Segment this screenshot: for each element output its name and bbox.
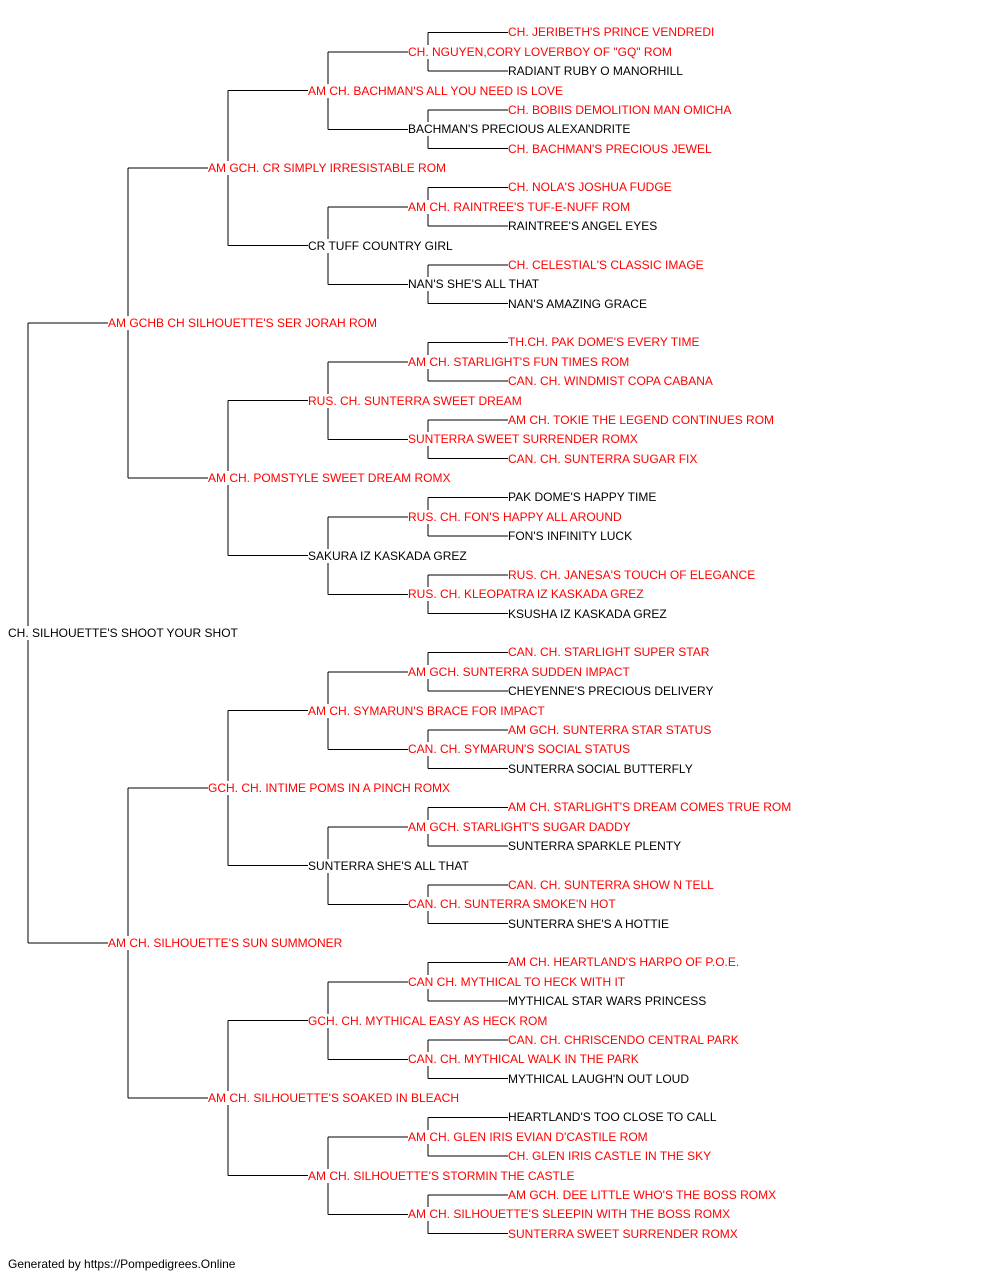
dog-grandparent-name: AM CH. SILHOUETTE'S SOAKED IN BLEACH bbox=[208, 1091, 461, 1105]
dog-great-grandparent-name: GCH. CH. MYTHICAL EASY AS HECK ROM bbox=[308, 1013, 549, 1028]
generated-by-footer: Generated by https://Pompedigrees.Online bbox=[8, 1257, 236, 1271]
dog-undefined-name: PAK DOME'S HAPPY TIME bbox=[508, 490, 658, 505]
dog-undefined-name: AM CH. HEARTLAND'S HARPO OF P.O.E. bbox=[508, 955, 741, 970]
dog-undefined-name: CH. BACHMAN'S PRECIOUS JEWEL bbox=[508, 141, 713, 156]
dog-undefined-name: CAN. CH. CHRISCENDO CENTRAL PARK bbox=[508, 1032, 740, 1047]
dog-undefined-name: CH. JERIBETH'S PRINCE VENDREDI bbox=[508, 25, 716, 40]
dog-g3-grandparent-name: AM CH. GLEN IRIS EVIAN D'CASTILE ROM bbox=[408, 1129, 649, 1144]
dog-undefined-name: MYTHICAL LAUGH'N OUT LOUD bbox=[508, 1071, 690, 1086]
dog-g3-grandparent-name: CAN. CH. SYMARUN'S SOCIAL STATUS bbox=[408, 742, 632, 757]
dog-grandparent-name: AM GCH. CR SIMPLY IRRESISTABLE ROM bbox=[208, 161, 448, 175]
dog-great-grandparent-name: SAKURA IZ KASKADA GREZ bbox=[308, 548, 468, 563]
dog-g3-grandparent-name: AM GCH. SUNTERRA SUDDEN IMPACT bbox=[408, 664, 631, 679]
dog-undefined-name: CAN. CH. STARLIGHT SUPER STAR bbox=[508, 645, 711, 660]
dog-parent-name: AM GCHB CH SILHOUETTE'S SER JORAH ROM bbox=[108, 316, 378, 330]
dog-g3-grandparent-name: RUS. CH. KLEOPATRA IZ KASKADA GREZ bbox=[408, 587, 645, 602]
dog-undefined-name: MYTHICAL STAR WARS PRINCESS bbox=[508, 994, 708, 1009]
dog-undefined-name: SUNTERRA SOCIAL BUTTERFLY bbox=[508, 761, 694, 776]
dog-g3-grandparent-name: CAN. CH. MYTHICAL WALK IN THE PARK bbox=[408, 1052, 640, 1067]
dog-undefined-name: CH. BOBIIS DEMOLITION MAN OMICHA bbox=[508, 102, 733, 117]
dog-undefined-name: RADIANT RUBY O MANORHILL bbox=[508, 64, 684, 79]
dog-great-grandparent-name: AM CH. SYMARUN'S BRACE FOR IMPACT bbox=[308, 703, 546, 718]
dog-undefined-name: RUS. CH. JANESA'S TOUCH OF ELEGANCE bbox=[508, 567, 757, 582]
dog-undefined-name: CAN. CH. SUNTERRA SUGAR FIX bbox=[508, 451, 699, 466]
dog-g3-grandparent-name: BACHMAN'S PRECIOUS ALEXANDRITE bbox=[408, 122, 632, 137]
dog-undefined-name: CAN. CH. SUNTERRA SHOW N TELL bbox=[508, 877, 715, 892]
dog-undefined-name: SUNTERRA SPARKLE PLENTY bbox=[508, 839, 683, 854]
dog-undefined-name: CAN. CH. WINDMIST COPA CABANA bbox=[508, 374, 714, 389]
dog-undefined-name: CH. CELESTIAL'S CLASSIC IMAGE bbox=[508, 257, 705, 272]
dog-undefined-name: AM GCH. DEE LITTLE WHO'S THE BOSS ROMX bbox=[508, 1187, 778, 1202]
dog-great-grandparent-name: CR TUFF COUNTRY GIRL bbox=[308, 238, 454, 253]
dog-undefined-name: FON'S INFINITY LUCK bbox=[508, 529, 634, 544]
dog-g3-grandparent-name: AM CH. STARLIGHT'S FUN TIMES ROM bbox=[408, 354, 631, 369]
dog-subject-name: CH. SILHOUETTE'S SHOOT YOUR SHOT bbox=[8, 626, 239, 640]
dog-g3-grandparent-name: CAN CH. MYTHICAL TO HECK WITH IT bbox=[408, 974, 627, 989]
dog-g3-grandparent-name: CH. NGUYEN,CORY LOVERBOY OF "GQ" ROM bbox=[408, 44, 673, 59]
dog-grandparent-name: GCH. CH. INTIME POMS IN A PINCH ROMX bbox=[208, 781, 452, 795]
dog-g3-grandparent-name: CAN. CH. SUNTERRA SMOKE'N HOT bbox=[408, 897, 617, 912]
dog-undefined-name: NAN'S AMAZING GRACE bbox=[508, 296, 648, 311]
dog-undefined-name: KSUSHA IZ KASKADA GREZ bbox=[508, 606, 668, 621]
dog-great-grandparent-name: AM CH. BACHMAN'S ALL YOU NEED IS LOVE bbox=[308, 83, 565, 98]
dog-g3-grandparent-name: AM CH. SILHOUETTE'S SLEEPIN WITH THE BOS… bbox=[408, 1207, 732, 1222]
dog-g3-grandparent-name: AM CH. RAINTREE'S TUF-E-NUFF ROM bbox=[408, 199, 632, 214]
dog-g3-grandparent-name: RUS. CH. FON'S HAPPY ALL AROUND bbox=[408, 509, 623, 524]
dog-undefined-name: TH.CH. PAK DOME'S EVERY TIME bbox=[508, 335, 701, 350]
dog-undefined-name: CH. GLEN IRIS CASTLE IN THE SKY bbox=[508, 1149, 713, 1164]
dog-g3-grandparent-name: SUNTERRA SWEET SURRENDER ROMX bbox=[408, 432, 639, 447]
dog-undefined-name: AM CH. TOKIE THE LEGEND CONTINUES ROM bbox=[508, 412, 776, 427]
dog-g3-grandparent-name: AM GCH. STARLIGHT'S SUGAR DADDY bbox=[408, 819, 632, 834]
dog-undefined-name: RAINTREE'S ANGEL EYES bbox=[508, 219, 659, 234]
dog-undefined-name: SUNTERRA SHE'S A HOTTIE bbox=[508, 916, 670, 931]
dog-great-grandparent-name: AM CH. SILHOUETTE'S STORMIN THE CASTLE bbox=[308, 1168, 576, 1183]
dog-undefined-name: SUNTERRA SWEET SURRENDER ROMX bbox=[508, 1226, 739, 1241]
dog-great-grandparent-name: RUS. CH. SUNTERRA SWEET DREAM bbox=[308, 393, 523, 408]
dog-parent-name: AM CH. SILHOUETTE'S SUN SUMMONER bbox=[108, 936, 344, 950]
dog-undefined-name: HEARTLAND'S TOO CLOSE TO CALL bbox=[508, 1110, 718, 1125]
dog-undefined-name: AM CH. STARLIGHT'S DREAM COMES TRUE ROM bbox=[508, 800, 793, 815]
dog-undefined-name: CH. NOLA'S JOSHUA FUDGE bbox=[508, 180, 673, 195]
dog-great-grandparent-name: SUNTERRA SHE'S ALL THAT bbox=[308, 858, 470, 873]
dog-undefined-name: AM GCH. SUNTERRA STAR STATUS bbox=[508, 722, 713, 737]
dog-undefined-name: CHEYENNE'S PRECIOUS DELIVERY bbox=[508, 684, 715, 699]
dog-g3-grandparent-name: NAN'S SHE'S ALL THAT bbox=[408, 277, 541, 292]
dog-grandparent-name: AM CH. POMSTYLE SWEET DREAM ROMX bbox=[208, 471, 452, 485]
